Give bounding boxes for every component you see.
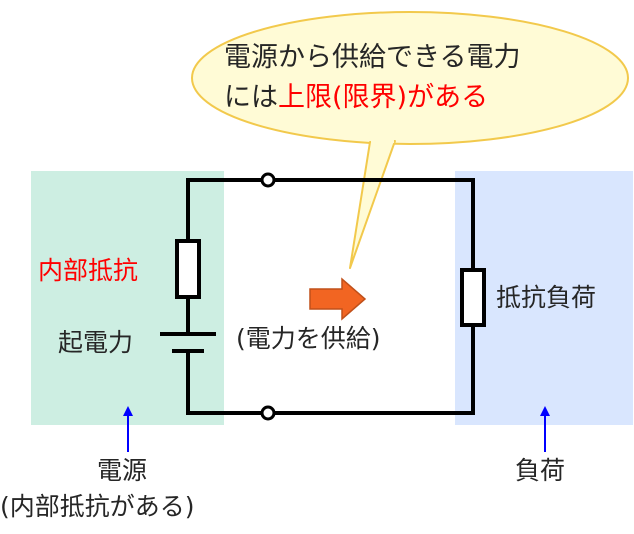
callout-line-1: 電源から供給できる電力 (224, 42, 521, 73)
load-resistance-label: 抵抗負荷 (496, 283, 597, 312)
battery-icon (160, 332, 216, 353)
callout-prefix: には (224, 82, 278, 113)
callout-line-2: には上限(限界)がある (224, 78, 604, 118)
internal-resistor (175, 239, 201, 299)
circuit-wires (186, 178, 475, 415)
terminal-bottom (260, 405, 276, 421)
right-arrow-icon (309, 277, 367, 321)
source-note: (内部抵抗がある) (0, 492, 195, 521)
callout-bubble (191, 11, 629, 269)
source-caption: 電源 (97, 456, 148, 485)
internal-resistance-label: 内部抵抗 (38, 256, 139, 285)
emf-label: 起電力 (58, 328, 134, 357)
up-arrow-icon (123, 406, 550, 452)
power-supply-label: (電力を供給) (236, 324, 381, 353)
callout-highlight: 上限(限界)がある (278, 82, 489, 113)
callout-text: 電源から供給できる電力 には上限(限界)がある (224, 38, 604, 118)
load-caption: 負荷 (515, 456, 566, 485)
terminal-top (260, 172, 276, 188)
load-resistor (460, 268, 486, 327)
